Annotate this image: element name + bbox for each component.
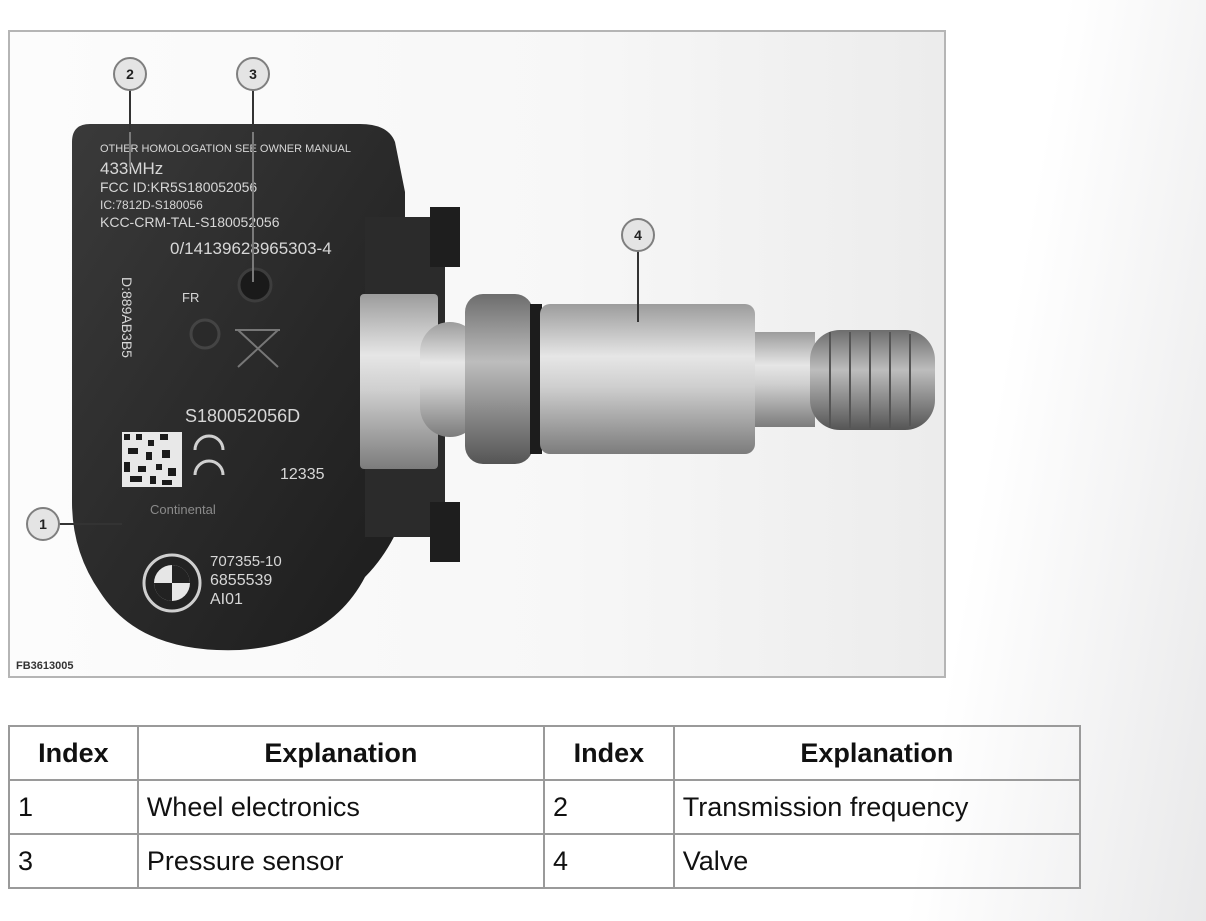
sensor-text-5: KCC-CRM-TAL-S180052056 bbox=[100, 214, 280, 230]
svg-text:2: 2 bbox=[126, 66, 134, 82]
cell-explanation: Pressure sensor bbox=[136, 833, 545, 889]
sensor-housing bbox=[72, 124, 405, 651]
sensor-figure: OTHER HOMOLOGATION SEE OWNER MANUAL 433M… bbox=[8, 30, 946, 678]
legend-header-row: Index Explanation Index Explanation bbox=[8, 725, 1082, 781]
header-index-1: Index bbox=[8, 725, 139, 781]
cell-index: 3 bbox=[8, 833, 139, 889]
sensor-text-brand: Continental bbox=[150, 502, 216, 517]
sensor-text-9: 707355-10 bbox=[210, 553, 282, 570]
cell-index: 4 bbox=[542, 833, 675, 889]
legend-table: Index Explanation Index Explanation 1 Wh… bbox=[8, 725, 1082, 889]
sensor-text-11: AI01 bbox=[210, 591, 243, 608]
datamatrix-code bbox=[122, 432, 182, 487]
svg-text:4: 4 bbox=[634, 227, 642, 243]
cell-index: 2 bbox=[542, 779, 675, 835]
sensor-text-10: 6855539 bbox=[210, 572, 272, 589]
sensor-text-3: FCC ID:KR5S180052056 bbox=[100, 179, 257, 195]
sensor-text-6: 0/14139628965303-4 bbox=[170, 239, 332, 258]
sensor-text-8: 12335 bbox=[280, 466, 325, 483]
valve-stem bbox=[360, 294, 935, 469]
cell-index: 1 bbox=[8, 779, 139, 835]
sensor-text-2: 433MHz bbox=[100, 159, 163, 178]
table-row: 3 Pressure sensor 4 Valve bbox=[8, 833, 1082, 889]
cell-explanation: Transmission frequency bbox=[672, 779, 1082, 835]
sensor-text-7: S180052056D bbox=[185, 406, 300, 426]
cell-explanation: Valve bbox=[672, 833, 1082, 889]
callout-1: 1 bbox=[26, 507, 60, 541]
table-row: 1 Wheel electronics 2 Transmission frequ… bbox=[8, 779, 1082, 835]
svg-text:1: 1 bbox=[39, 516, 47, 532]
sensor-text-fr: FR bbox=[182, 290, 199, 305]
header-index-2: Index bbox=[542, 725, 675, 781]
sensor-text-4: IC:7812D-S180056 bbox=[100, 198, 203, 212]
sensor-illustration: OTHER HOMOLOGATION SEE OWNER MANUAL 433M… bbox=[26, 57, 935, 651]
sensor-text-1: OTHER HOMOLOGATION SEE OWNER MANUAL bbox=[100, 143, 351, 155]
pressure-port bbox=[237, 267, 273, 303]
figure-id-label: FB3613005 bbox=[16, 660, 74, 672]
svg-text:3: 3 bbox=[249, 66, 257, 82]
callout-4: 4 bbox=[621, 218, 655, 252]
header-explanation-1: Explanation bbox=[136, 725, 545, 781]
bmw-logo bbox=[142, 553, 202, 613]
sensor-text-side: D:889AB3B5 bbox=[119, 277, 135, 358]
callout-3: 3 bbox=[236, 57, 270, 91]
header-explanation-2: Explanation bbox=[672, 725, 1082, 781]
callout-2: 2 bbox=[113, 57, 147, 91]
cell-explanation: Wheel electronics bbox=[136, 779, 545, 835]
